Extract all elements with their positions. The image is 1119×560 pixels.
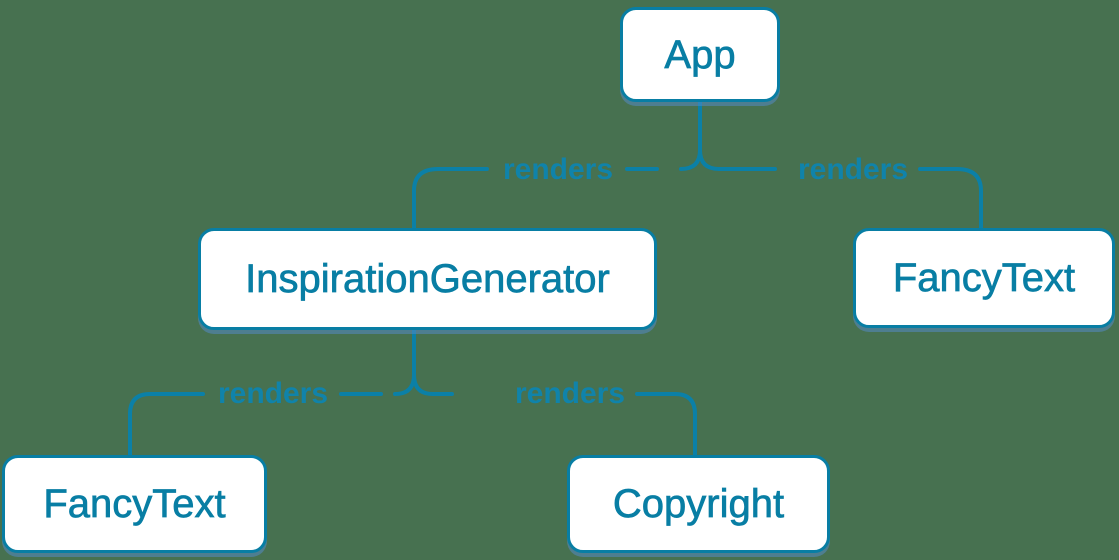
node-app: App xyxy=(620,7,780,102)
node-fancy-text-top-right-label: FancyText xyxy=(892,256,1076,300)
edge-label-app-fancytext: renders xyxy=(797,153,909,186)
edge-label-app-inspirationgenerator: renders xyxy=(502,153,614,186)
edge-app-inspirationgenerator-corner xyxy=(412,167,489,230)
node-fancy-text-bottom-left: FancyText xyxy=(2,455,267,553)
node-fancy-text-bottom-left-label: FancyText xyxy=(43,482,226,526)
node-inspiration-generator-label: InspirationGenerator xyxy=(245,257,610,301)
node-inspiration-generator: InspirationGenerator xyxy=(198,228,657,330)
edge-label-inspirationgenerator-fancytext: renders xyxy=(217,377,329,410)
node-app-label: App xyxy=(664,32,736,77)
edge-inspirationgenerator-fancytext-corner xyxy=(128,392,205,457)
node-fancy-text-top-right: FancyText xyxy=(853,228,1115,328)
edge-app-junction xyxy=(679,100,721,171)
node-copyright-label: Copyright xyxy=(612,482,785,526)
edge-app-fancytext-corner xyxy=(918,167,983,230)
edge-inspirationgenerator-copyright-corner xyxy=(635,392,697,457)
edge-inspirationgenerator-junction xyxy=(393,328,435,396)
edge-label-inspirationgenerator-copyright: renders xyxy=(514,377,626,410)
node-copyright: Copyright xyxy=(567,455,830,553)
